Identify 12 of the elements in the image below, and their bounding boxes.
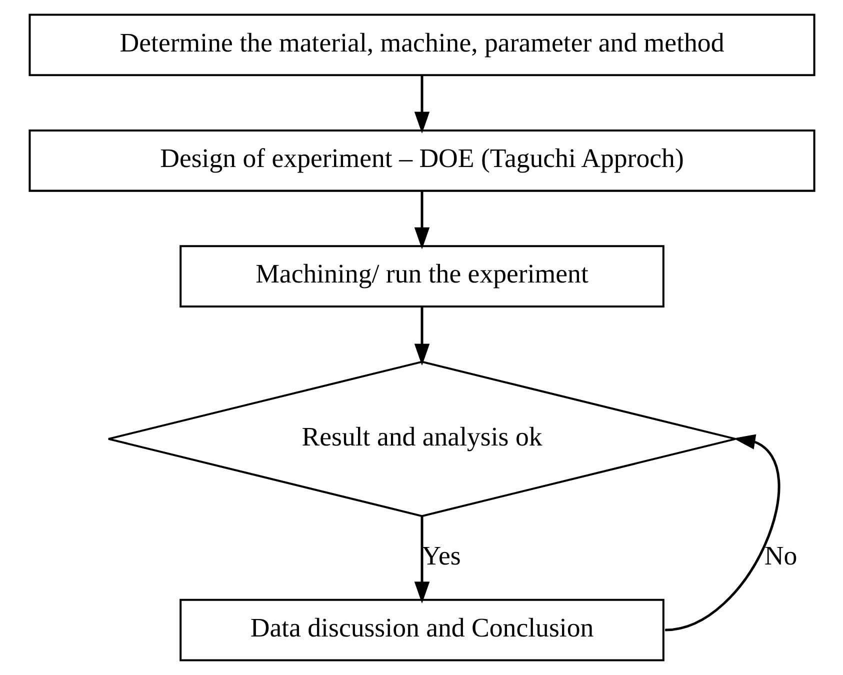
arrow <box>414 307 430 366</box>
node-box: Data discussion and Conclusion <box>179 598 664 662</box>
node-box: Design of experiment – DOE (Taguchi Approch) <box>28 129 815 192</box>
arrow <box>664 434 780 632</box>
arrow <box>414 76 430 134</box>
arrow <box>414 191 430 250</box>
arrow <box>414 516 430 604</box>
edge-label: No <box>764 540 797 570</box>
node-box: Machining/ run the experiment <box>179 245 664 308</box>
node-box: Determine the material, machine, parameter and method <box>28 14 815 76</box>
edge-label: Yes <box>421 540 460 570</box>
node-diamond: Result and analysis ok <box>107 360 736 518</box>
